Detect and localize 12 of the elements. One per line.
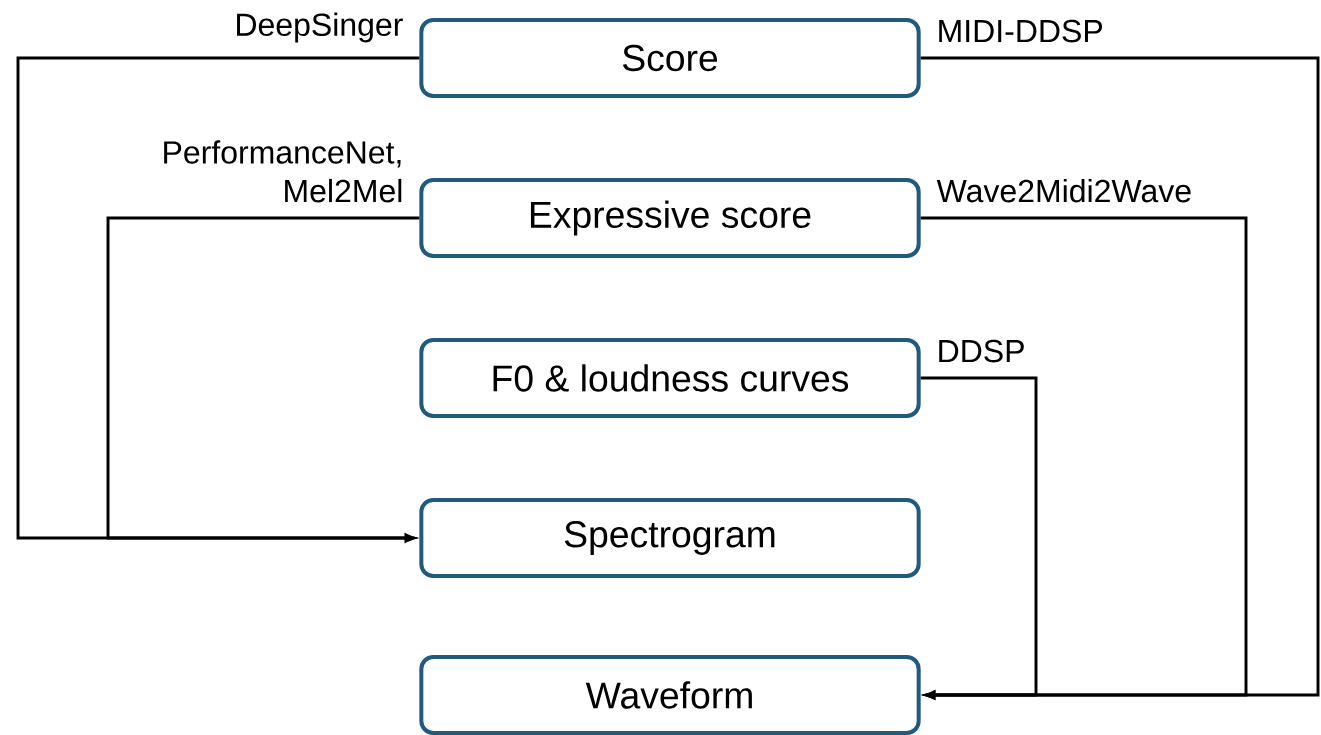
process-box: F0 & loudness curves (419, 338, 921, 418)
edge-label: DDSP (939, 339, 1024, 363)
process-box: Waveform (419, 655, 921, 735)
edge-label: MIDI-DDSP (939, 19, 1102, 43)
edge-label: DeepSinger (237, 12, 403, 43)
arrow (106, 216, 420, 543)
edge-label: Wave2Midi2Wave (936, 178, 1191, 203)
edge-label: PerformanceNet, Mel2Mel (164, 140, 402, 203)
process-box: Score (419, 18, 921, 98)
process-box: Spectrogram (419, 498, 921, 578)
process-box: Expressive score (419, 178, 921, 258)
arrow (920, 376, 1038, 700)
